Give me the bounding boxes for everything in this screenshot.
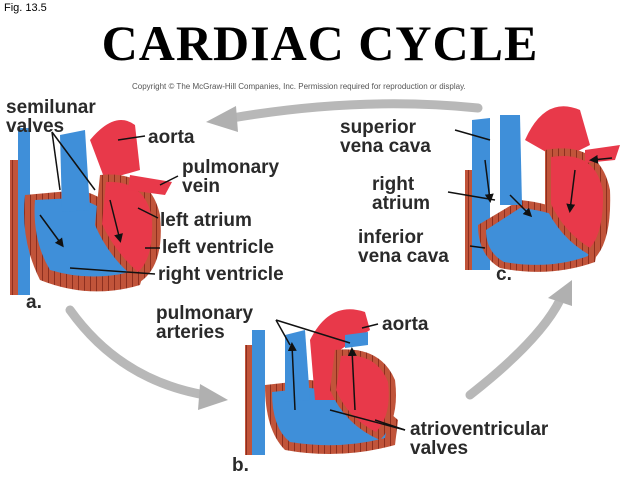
- panel-label-c: c.: [496, 264, 512, 285]
- label-semilunar-valves: semilunar valves: [6, 97, 96, 137]
- page-title: CARDIAC CYCLE: [101, 15, 539, 71]
- heart-c: [465, 106, 620, 272]
- label-aorta-a: aorta: [148, 127, 195, 148]
- heart-b: [245, 309, 398, 455]
- label-pulmonary-vein: pulmonary vein: [182, 157, 280, 197]
- label-superior-vena-cava: superior vena cava: [340, 117, 431, 157]
- label-aorta-b: aorta: [382, 314, 429, 335]
- label-pulmonary-arteries: pulmonary arteries: [156, 303, 254, 343]
- label-left-atrium: left atrium: [160, 210, 252, 231]
- label-inferior-vena-cava: inferior vena cava: [358, 227, 449, 267]
- label-right-atrium: right atrium: [372, 174, 431, 214]
- label-atrioventricular-valves: atrioventricular valves: [410, 419, 549, 459]
- panel-label-b: b.: [232, 455, 249, 476]
- panel-label-a: a.: [26, 292, 42, 313]
- label-left-ventricle: left ventricle: [162, 237, 274, 258]
- heart-a: [10, 120, 172, 295]
- figure-label: Fig. 13.5: [4, 2, 47, 14]
- cycle-arrow-c-to-a: [206, 99, 483, 132]
- copyright-notice: Copyright © The McGraw-Hill Companies, I…: [132, 82, 466, 91]
- leader-lines: [51, 129, 496, 431]
- label-right-ventricle: right ventricle: [158, 264, 284, 285]
- cycle-arrow-a-to-b: [65, 305, 228, 410]
- cycle-arrow-b-to-c: [465, 280, 572, 400]
